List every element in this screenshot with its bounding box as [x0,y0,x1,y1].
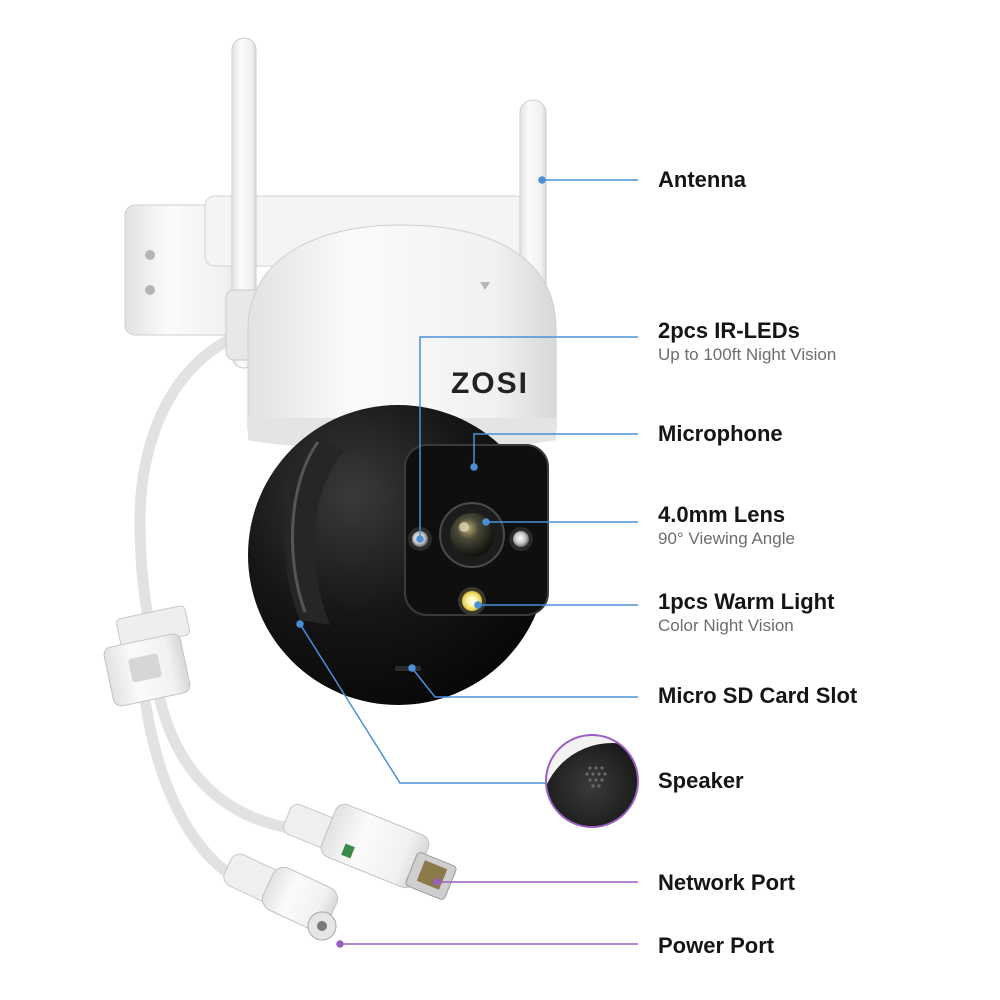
speaker-inset [545,734,639,828]
lens [439,502,505,568]
warm-light [458,587,486,615]
leader-lens [482,518,638,526]
leader-ir-leds [416,336,638,543]
label-sd-slot: Micro SD Card Slot [658,683,857,709]
leader-sd-slot [408,664,638,698]
cable-power [139,694,246,886]
microphone-title: Microphone [658,421,783,446]
leader-network-port [433,878,638,886]
leader-microphone [470,433,638,471]
label-speaker: Speaker [658,768,744,794]
cable-network [154,694,306,836]
ir-leds-title: 2pcs IR-LEDs [658,318,800,343]
label-antenna: Antenna [658,167,746,193]
label-microphone: Microphone [658,421,783,447]
warm-light-title: 1pcs Warm Light [658,589,835,614]
sd-card-slot [395,666,421,671]
leader-power-port [336,940,638,948]
leader-speaker [296,620,546,784]
label-lens: 4.0mm Lens 90° Viewing Angle [658,502,795,550]
ir-leds-subtitle: Up to 100ft Night Vision [658,345,837,364]
label-warm-light: 1pcs Warm Light Color Night Vision [658,589,834,637]
label-power-port: Power Port [658,933,774,959]
warm-light-subtitle: Color Night Vision [658,616,794,635]
lens-title: 4.0mm Lens [658,502,786,527]
brand-logo: ZOSI [451,367,529,400]
lens-subtitle: 90° Viewing Angle [658,529,795,548]
cable-splitter [103,605,191,707]
sd-slot-title: Micro SD Card Slot [658,683,858,708]
leader-warm-light [474,601,638,609]
power-port-title: Power Port [658,933,775,958]
leader-lines [296,176,638,948]
ir-led-right [509,527,533,551]
label-ir-leds: 2pcs IR-LEDs Up to 100ft Night Vision [658,318,836,366]
label-network-port: Network Port [658,870,795,896]
power-connector [223,853,338,941]
leader-antenna [538,176,638,184]
antenna-title: Antenna [658,167,746,192]
cable-main [134,324,261,636]
network-port-title: Network Port [658,870,795,895]
speaker-title: Speaker [658,768,744,793]
speaker-grille-icon [585,766,607,788]
